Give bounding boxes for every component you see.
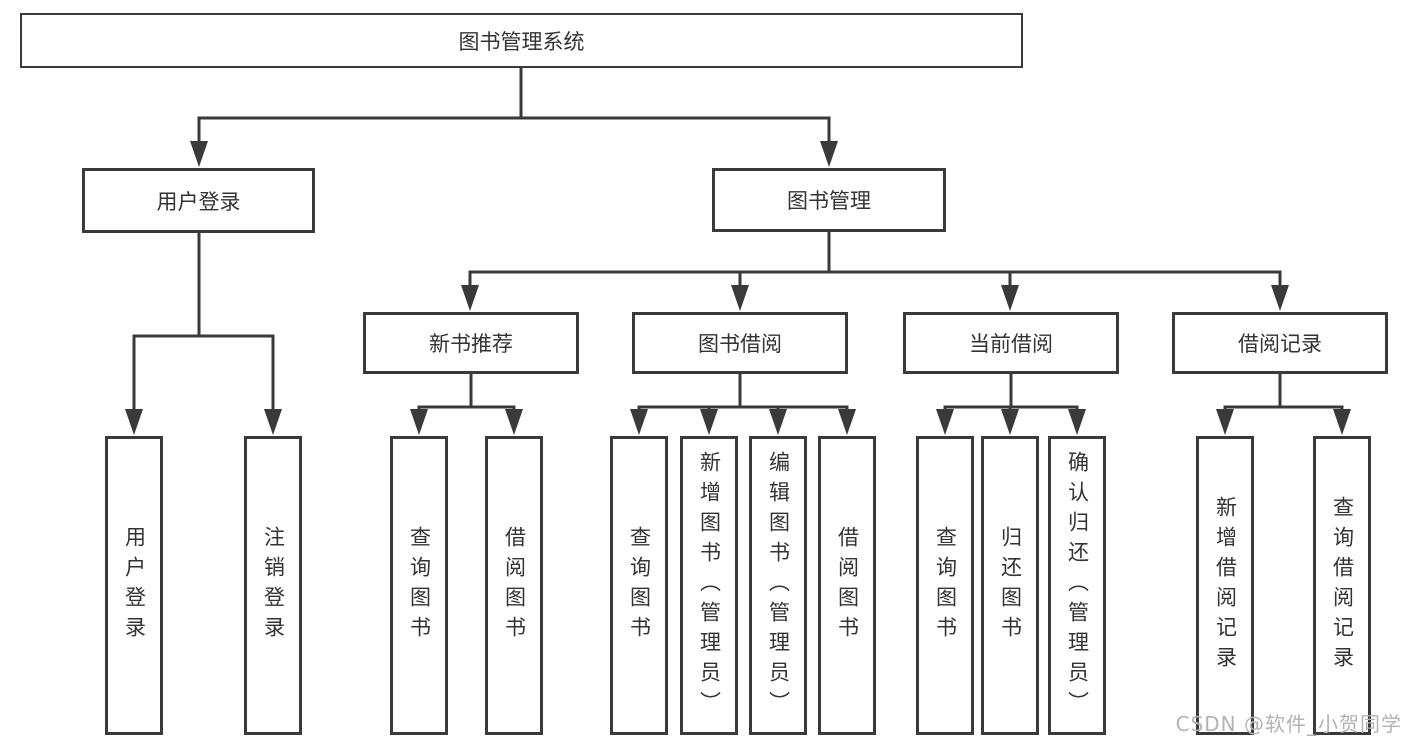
leaf-query-books-current: 查询图书 [916, 436, 974, 735]
arrowhead-icon [1001, 285, 1019, 311]
leaf-borrow-books-recommend: 借阅图书 [485, 436, 543, 735]
leaf-confirm-return-admin: 确认归还（管理员） [1048, 436, 1106, 735]
node-library-system: 图书管理系统 [20, 13, 1023, 68]
node-library-system-label: 图书管理系统 [458, 29, 585, 54]
leaf-query-borrow-record: 查询借阅记录 [1313, 436, 1371, 735]
arrowhead-icon [1216, 409, 1234, 435]
arrowheads [125, 141, 1351, 435]
leaf-return-book: 归还图书 [981, 436, 1039, 735]
leaf-add-book-admin: 新增图书（管理员） [680, 436, 738, 735]
leaf-return-book-label: 归还图书 [998, 525, 1023, 646]
leaf-query-borrow-record-label: 查询借阅记录 [1330, 495, 1355, 676]
arrowhead-icon [125, 409, 143, 435]
leaf-add-borrow-record-label: 新增借阅记录 [1213, 495, 1238, 676]
arrowhead-icon [1001, 409, 1019, 435]
leaf-user-login: 用户登录 [105, 436, 163, 735]
leaf-confirm-return-admin-label: 确认归还（管理员） [1065, 450, 1090, 721]
node-book-management-label: 图书管理 [787, 189, 871, 213]
leaf-query-books-current-label: 查询图书 [933, 525, 958, 646]
arrowhead-icon [769, 409, 787, 435]
arrowhead-icon [731, 285, 749, 311]
node-user-login-label: 用户登录 [156, 189, 241, 214]
leaf-edit-book-admin-label: 编辑图书（管理员） [766, 450, 791, 721]
arrowhead-icon [410, 409, 428, 435]
arrowhead-icon [700, 409, 718, 435]
arrowhead-icon [1068, 409, 1086, 435]
arrowhead-icon [838, 409, 856, 435]
leaf-add-book-admin-label: 新增图书（管理员） [697, 450, 722, 721]
node-book-management: 图书管理 [712, 168, 946, 232]
node-new-book-recommend-label: 新书推荐 [429, 332, 513, 356]
node-new-book-recommend: 新书推荐 [363, 312, 579, 374]
node-user-login: 用户登录 [82, 168, 315, 233]
arrowhead-icon [190, 141, 208, 167]
leaf-borrow-books-label: 借阅图书 [835, 525, 860, 646]
leaf-edit-book-admin: 编辑图书（管理员） [749, 436, 807, 735]
csdn-watermark: CSDN @软件_小贺同学 [1175, 712, 1402, 736]
arrowhead-icon [1271, 285, 1289, 311]
leaf-borrow-books-recommend-label: 借阅图书 [502, 525, 527, 646]
arrowhead-icon [820, 141, 838, 167]
leaf-logout: 注销登录 [244, 436, 302, 735]
leaf-query-books-recommend: 查询图书 [390, 436, 448, 735]
leaf-query-books-borrow: 查询图书 [610, 436, 668, 735]
node-book-borrow: 图书借阅 [632, 312, 848, 374]
arrowhead-icon [936, 409, 954, 435]
arrowhead-icon [630, 409, 648, 435]
leaf-logout-label: 注销登录 [261, 525, 286, 646]
node-borrow-records-label: 借阅记录 [1238, 332, 1322, 356]
leaf-user-login-label: 用户登录 [122, 525, 147, 646]
arrowhead-icon [264, 409, 282, 435]
leaf-add-borrow-record: 新增借阅记录 [1196, 436, 1254, 735]
node-borrow-records: 借阅记录 [1172, 312, 1388, 374]
node-book-borrow-label: 图书借阅 [698, 332, 782, 356]
node-current-borrow: 当前借阅 [903, 312, 1119, 374]
arrowhead-icon [505, 409, 523, 435]
leaf-borrow-books: 借阅图书 [818, 436, 876, 735]
arrowhead-icon [461, 285, 479, 311]
leaf-query-books-borrow-label: 查询图书 [627, 525, 652, 646]
node-current-borrow-label: 当前借阅 [969, 332, 1053, 356]
leaf-query-books-recommend-label: 查询图书 [407, 525, 432, 646]
arrowhead-icon [1333, 409, 1351, 435]
